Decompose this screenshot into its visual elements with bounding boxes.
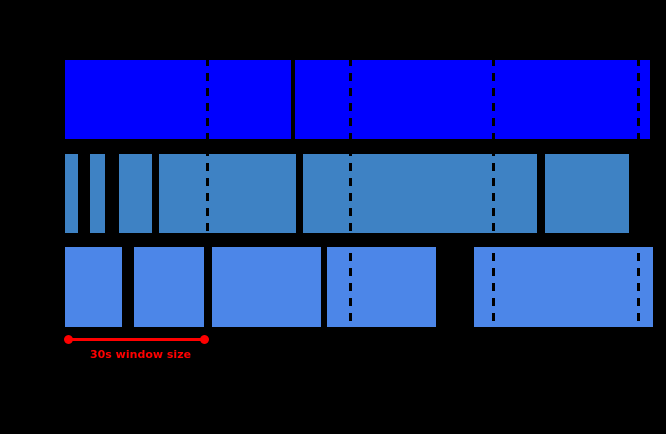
event-lane-2-bar-segment (90, 154, 105, 233)
event-lane-1-bar-segment (295, 60, 650, 139)
event-lane-2-bar-segment (545, 154, 629, 233)
event-lane-2-bar-segment (159, 154, 296, 233)
event-lane-3-bar-segment (327, 247, 436, 327)
window-size-label: 30s window size (90, 348, 192, 361)
window-boundary-dashed-line (205, 58, 209, 330)
arrow-start-dot (63, 335, 73, 344)
event-lane-2-bar-segment (65, 154, 78, 233)
event-lane-1-bar-segment (65, 60, 291, 139)
window-size-arrow (68, 338, 204, 341)
window-boundary-dashed-line (348, 58, 352, 330)
event-lane-2-bar-segment (119, 154, 152, 233)
window-boundary-dashed-line (491, 58, 495, 330)
window-boundary-dashed-line (636, 58, 640, 330)
event-lane-3-bar-segment (65, 247, 122, 327)
event-lane-2-bar-segment (303, 154, 537, 233)
event-lane-3-bar-segment (474, 247, 653, 327)
arrow-end-dot (199, 335, 209, 344)
event-lane-3-bar-segment (134, 247, 204, 327)
event-lane-3-bar-segment (212, 247, 321, 327)
